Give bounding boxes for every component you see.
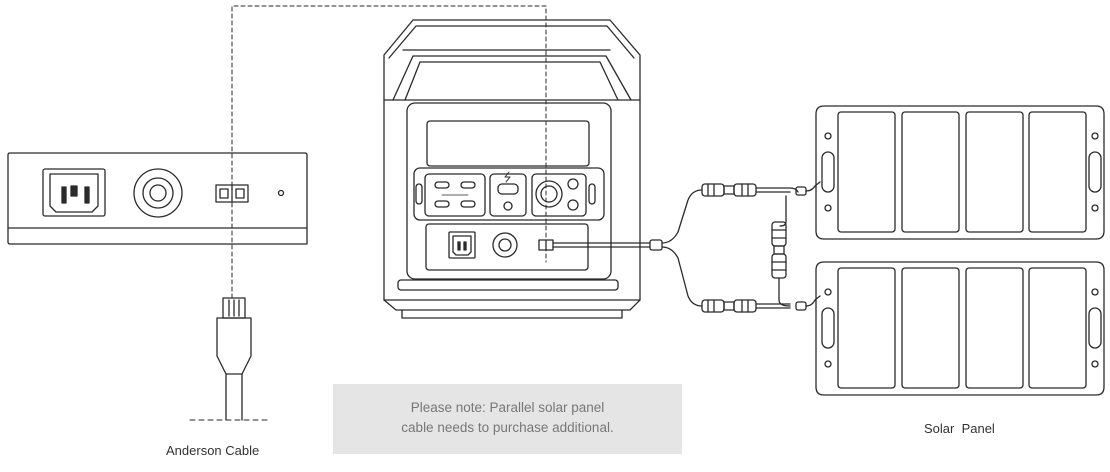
- solar-panel-top: [815, 105, 1105, 240]
- note-line-2: cable needs to purchase additional.: [401, 420, 614, 435]
- solar-panel-label: Solar Panel: [924, 421, 995, 436]
- purchase-note-text: Please note: Parallel solar panel cable …: [333, 398, 682, 438]
- anderson-cable-label: Anderson Cable: [166, 443, 260, 458]
- purchase-note: Please note: Parallel solar panel cable …: [333, 384, 682, 454]
- solar-input-cable: [552, 189, 703, 307]
- mc4-connector-top: [701, 181, 821, 197]
- mc4-connector-bottom: [701, 295, 821, 313]
- left-device: [7, 152, 308, 245]
- panel-link-connectors: [771, 195, 791, 307]
- solar-panel-bottom: [815, 261, 1105, 396]
- note-line-1: Please note: Parallel solar panel: [410, 400, 605, 415]
- dashed-cable-route: [231, 5, 547, 299]
- power-station: [383, 19, 641, 319]
- anderson-cable-plug: [189, 297, 271, 421]
